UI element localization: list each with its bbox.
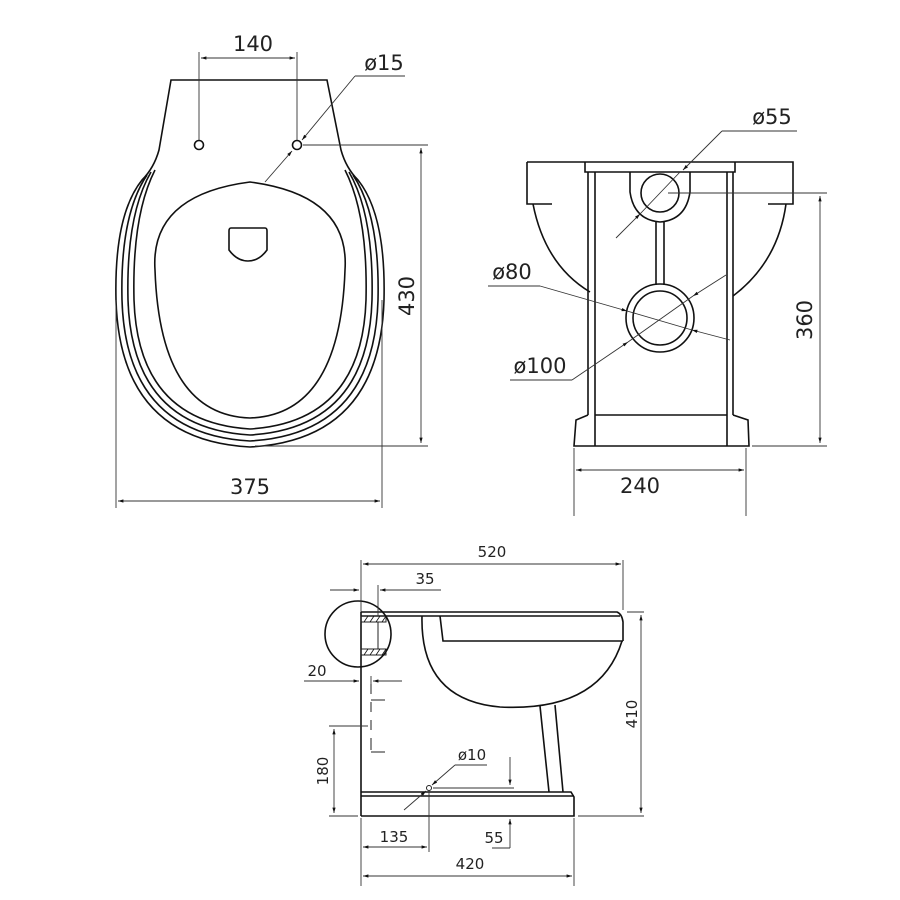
dim-375: 375 — [230, 475, 270, 499]
dim-240: 240 — [620, 474, 660, 498]
outlet-pipe-inner — [632, 290, 688, 346]
dim-20: 20 — [307, 662, 326, 680]
dim-360: 360 — [793, 300, 817, 340]
seat-outline — [154, 181, 346, 419]
bolt-hole-right — [291, 139, 303, 151]
dim-520: 520 — [478, 543, 507, 561]
dim-diameter-15: ø15 — [364, 51, 404, 75]
top-view-outline — [115, 79, 385, 448]
dim-140: 140 — [233, 32, 273, 56]
dim-diameter-10: ø10 — [458, 746, 486, 764]
dim-55: 55 — [484, 829, 503, 847]
dim-35: 35 — [415, 570, 434, 588]
dim-420: 420 — [456, 855, 485, 873]
floor-hole — [426, 785, 432, 791]
dim-430: 430 — [395, 276, 419, 316]
dim-diameter-80: ø80 — [492, 260, 532, 284]
inlet-detail-circle — [324, 600, 392, 668]
dim-diameter-100: ø100 — [514, 354, 567, 378]
top-view: 140 ø15 430 375 — [115, 32, 428, 508]
dim-diameter-55: ø55 — [752, 105, 792, 129]
badge-icon — [228, 227, 268, 262]
dim-410: 410 — [623, 700, 641, 729]
dim-135: 135 — [380, 828, 409, 846]
dim-180: 180 — [314, 757, 332, 786]
side-view: 520 35 20 180 ø10 55 135 — [304, 543, 644, 886]
rear-view: ø55 360 ø80 ø100 240 — [488, 105, 827, 516]
bolt-hole-left — [193, 139, 205, 151]
outlet-pipe-outer — [625, 283, 695, 353]
